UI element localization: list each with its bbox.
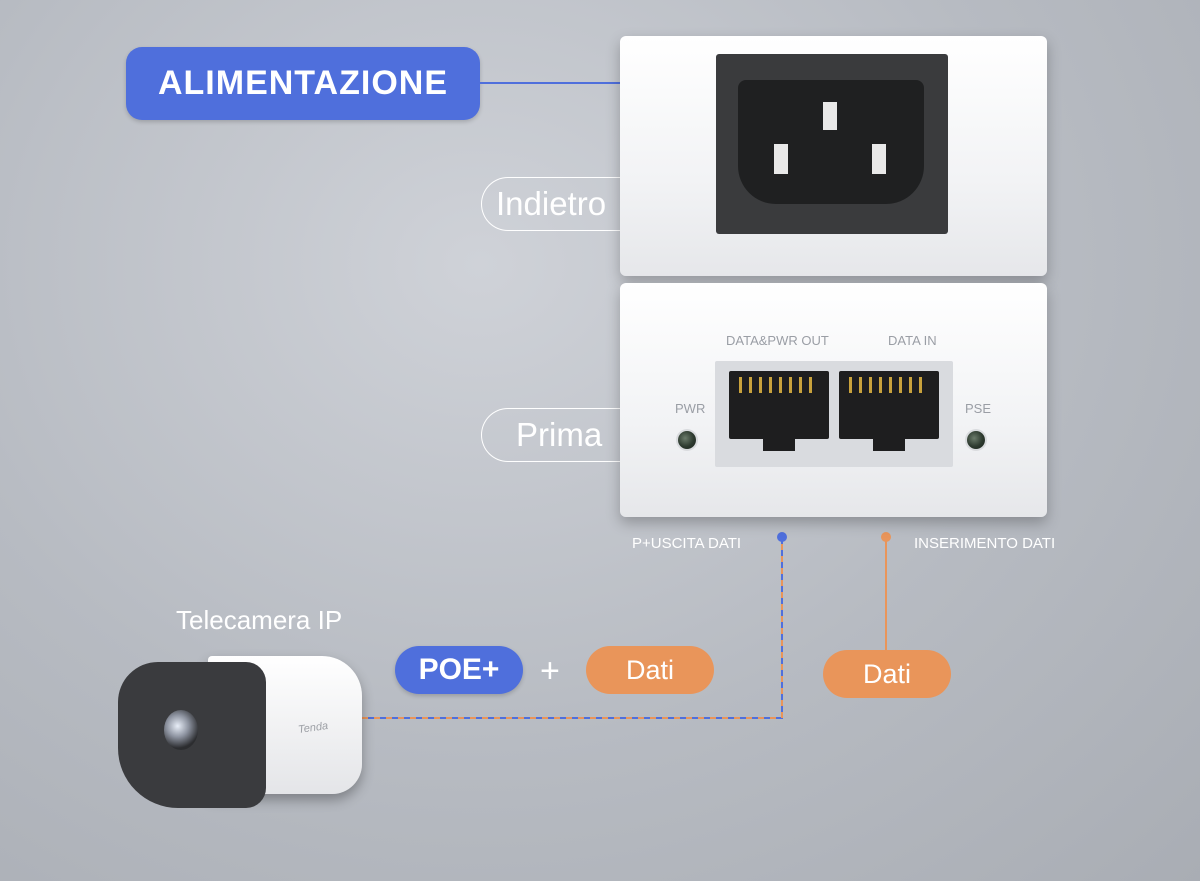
back-label: Indietro xyxy=(481,177,646,231)
in-port-dot xyxy=(881,532,891,542)
pse-led-label: PSE xyxy=(965,401,992,416)
power-inlet-socket xyxy=(738,80,924,204)
camera-lens xyxy=(164,710,198,750)
out-port-dot xyxy=(777,532,787,542)
poe-plus-badge: POE+ xyxy=(395,646,523,694)
port-in-label: DATA IN xyxy=(888,333,937,348)
rj45-port-out[interactable] xyxy=(729,371,829,451)
pwr-led-label: PWR xyxy=(675,401,706,416)
injector-back-view xyxy=(620,36,1047,276)
data-in-caption: INSERIMENTO DATI xyxy=(914,535,1056,552)
power-inlet-frame xyxy=(716,54,948,234)
port-out-label: DATA&PWR OUT xyxy=(726,333,829,348)
rj45-frame xyxy=(715,361,953,467)
camera-front xyxy=(118,662,266,808)
data-badge-left: Dati xyxy=(586,646,714,694)
ip-camera-caption: Telecamera IP xyxy=(176,605,343,635)
power-label: ALIMENTAZIONE xyxy=(126,47,480,120)
front-label: Prima xyxy=(481,408,666,462)
plus-sign: + xyxy=(540,652,560,690)
rj45-port-in[interactable] xyxy=(839,371,939,451)
injector-front-view: DATA&PWR OUT DATA IN PWR PSE xyxy=(620,283,1047,517)
pwr-led xyxy=(678,431,696,449)
camera-brand: Tenda xyxy=(297,719,329,737)
ip-camera: Tenda xyxy=(118,656,362,808)
pse-led xyxy=(967,431,985,449)
data-badge-right: Dati xyxy=(823,650,951,698)
power-data-out-caption: P+USCITA DATI xyxy=(632,535,742,552)
